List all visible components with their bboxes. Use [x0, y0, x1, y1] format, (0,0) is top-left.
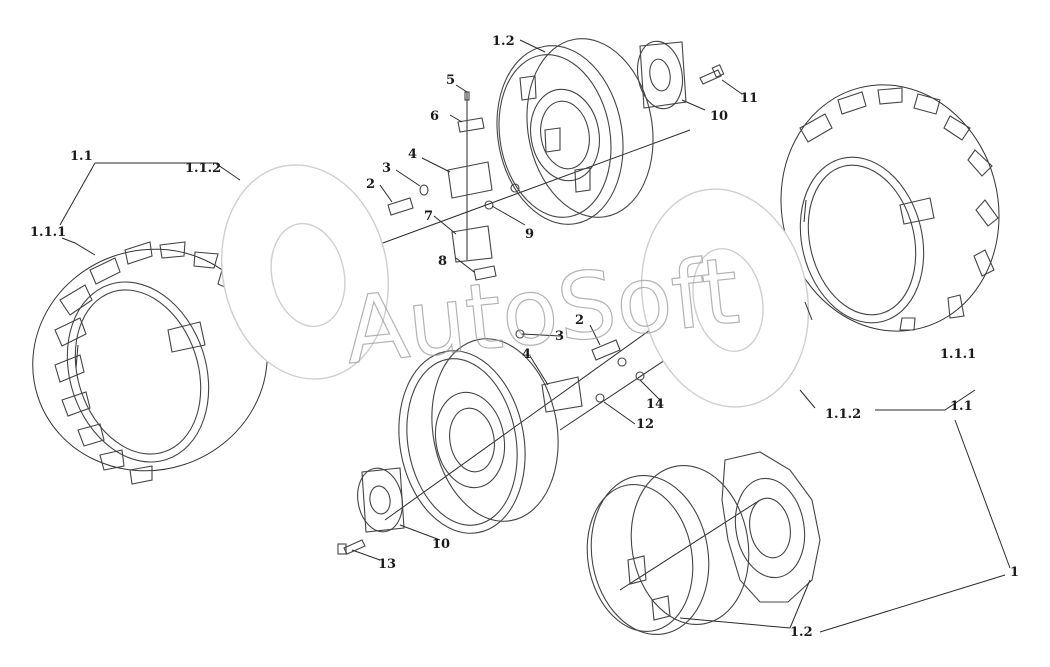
key-8 [473, 265, 497, 281]
label-7: 7 [424, 209, 433, 224]
bolt-11 [699, 64, 725, 85]
label-4-mid: 4 [522, 347, 531, 362]
label-3-mid: 3 [555, 329, 564, 344]
label-1-1-1-right: 1.1.1 [940, 347, 976, 362]
left-tire-valve [167, 321, 206, 353]
nut-9 [484, 200, 494, 210]
label-4-top: 4 [408, 147, 417, 162]
label-8: 8 [438, 254, 447, 269]
fastener-parts-middle [515, 329, 645, 413]
label-1-1-left: 1.1 [70, 149, 93, 164]
callout-labels: 1.1 1.1.2 1.1.1 1.2 5 6 4 3 2 7 8 9 10 1… [30, 34, 1019, 640]
bolt-13 [337, 539, 366, 555]
right-tire-tread-lugs [799, 87, 999, 331]
label-13: 13 [378, 557, 396, 572]
label-1-1-1-left: 1.1.1 [30, 225, 66, 240]
label-10-top: 10 [710, 109, 728, 124]
right-inner-tube [640, 188, 810, 408]
label-11: 11 [740, 91, 758, 106]
label-1-2-bottom: 1.2 [790, 625, 813, 640]
bracket-4-top [447, 161, 493, 199]
bottom-hub [357, 467, 405, 533]
label-1-1-right: 1.1 [950, 399, 973, 414]
leader-lines [59, 39, 1011, 633]
label-1: 1 [1010, 565, 1019, 580]
top-rim [496, 38, 654, 225]
right-tire-valve [899, 197, 935, 225]
label-1-2-top: 1.2 [492, 34, 515, 49]
washer-3-top [419, 184, 429, 196]
label-3-top: 3 [382, 161, 391, 176]
label-1-1-2-right: 1.1.2 [825, 407, 861, 422]
left-inner-tube [221, 164, 389, 380]
label-1-1-2-left: 1.1.2 [185, 161, 221, 176]
label-2-mid: 2 [575, 313, 584, 328]
bottom-right-disc [721, 451, 821, 603]
bolt-2-top [387, 197, 414, 216]
bottom-right-rim [586, 465, 750, 635]
label-6: 6 [430, 109, 439, 124]
label-5: 5 [446, 73, 455, 88]
bracket-7 [451, 225, 493, 263]
label-2-top: 2 [366, 177, 375, 192]
top-hub [636, 40, 687, 110]
label-10-bottom: 10 [432, 537, 450, 552]
label-12: 12 [636, 417, 654, 432]
label-9: 9 [525, 227, 534, 242]
label-14: 14 [646, 397, 664, 412]
left-tire [32, 241, 268, 485]
bottom-rim [398, 338, 559, 534]
key-6 [457, 117, 485, 133]
